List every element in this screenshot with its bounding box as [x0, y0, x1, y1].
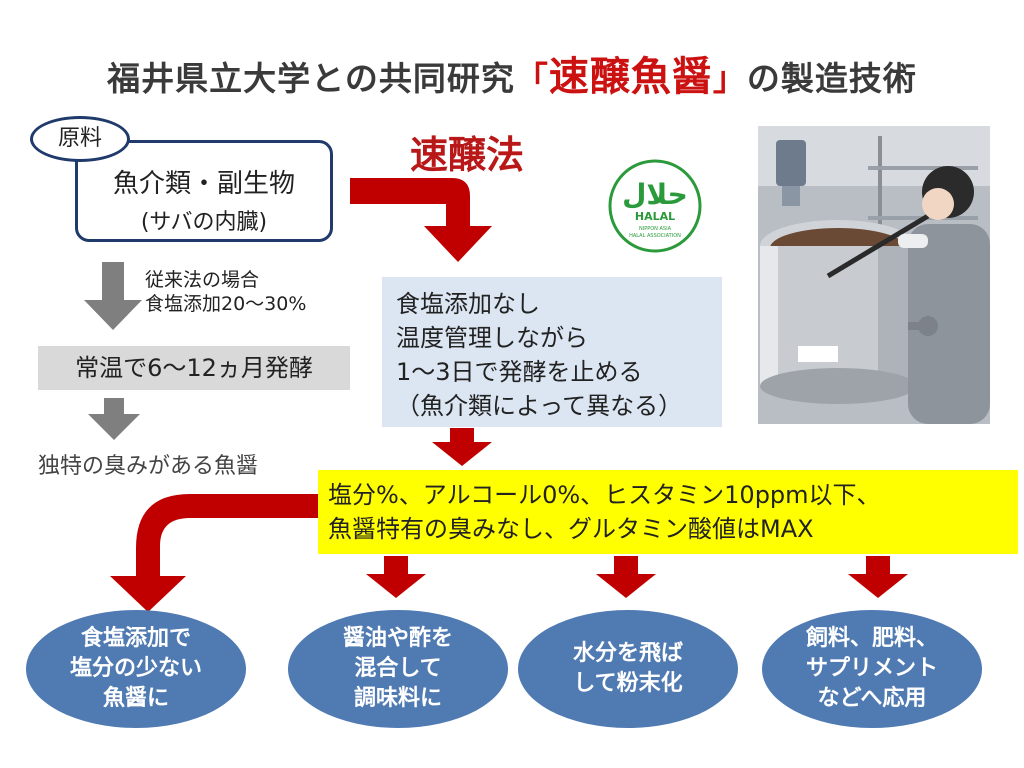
raw-material-line1: 魚介類・副生物: [112, 169, 295, 199]
result-box: 塩分%、アルコール0%、ヒスタミン10ppm以下、 魚醤特有の臭みなし、グルタミ…: [318, 470, 1018, 554]
application-oval-2: 醤油や酢を 混合して 調味料に: [288, 610, 508, 728]
arrow-gray-conv-to-result: [88, 398, 140, 440]
title-bracket-open: 「: [514, 59, 549, 98]
result-line2: 魚醤特有の臭みなし、グルタミン酸値はMAX: [328, 515, 814, 543]
raw-material-line2: (サバの内臓): [140, 210, 268, 235]
process-step-2: 温度管理しながら: [396, 324, 588, 352]
process-step-3: 1～3日で発酵を止める: [396, 358, 643, 386]
conventional-result: 独特の臭みがある魚醤: [38, 454, 259, 479]
raw-material-box: 魚介類・副生物 (サバの内臓): [75, 140, 333, 242]
application-text-1: 食塩添加で 塩分の少ない 魚醤に: [69, 626, 202, 711]
conventional-note-line2: 食塩添加20～30%: [145, 293, 307, 315]
raw-material-tag: 原料: [30, 116, 130, 162]
halal-arabic: حلال: [622, 178, 688, 211]
arrow-raw-to-method: [350, 178, 492, 262]
arrow-gray-raw-to-conv: [84, 262, 142, 330]
arrow-result-to-app-1: [110, 494, 318, 612]
application-text-2: 醤油や酢を 混合して 調味料に: [342, 626, 453, 711]
process-step-4: （魚介類によって異なる）: [396, 392, 683, 420]
process-step-1: 食塩添加なし: [396, 290, 540, 318]
arrow-result-to-app-2: [366, 556, 426, 598]
application-oval-4: 飼料、肥料、 サプリメント などへ応用: [762, 610, 982, 728]
application-text-3: 水分を飛ば して粉末化: [572, 641, 683, 696]
halal-org-line1: NIPPON ASIA: [639, 226, 672, 232]
arrow-process-to-result: [432, 428, 492, 466]
title-bracket-close: 」: [712, 59, 747, 98]
conventional-note-line1: 従来法の場合: [145, 269, 260, 291]
arrow-result-to-app-4: [848, 556, 908, 598]
halal-logo: حلال HALAL NIPPON ASIA HALAL ASSOCIATION: [608, 159, 702, 253]
fermentation-tank-photo: [758, 126, 990, 424]
halal-org-line2: HALAL ASSOCIATION: [629, 233, 681, 239]
title-prefix: 福井県立大学との共同研究: [107, 59, 515, 98]
application-oval-1: 食塩添加で 塩分の少ない 魚醤に: [26, 610, 246, 728]
title-highlight: 速醸魚醤: [548, 54, 713, 100]
quick-method-title: 速醸法: [410, 132, 525, 177]
application-text-4: 飼料、肥料、 サプリメント などへ応用: [805, 626, 938, 711]
arrow-result-to-app-3: [596, 556, 656, 598]
conventional-process-box: 常温で6～12ヵ月発酵: [38, 346, 350, 390]
conventional-note: 従来法の場合 食塩添加20～30%: [145, 268, 306, 316]
application-oval-3: 水分を飛ば して粉末化: [518, 610, 738, 728]
title-suffix: の製造技術: [746, 59, 917, 98]
quick-method-process-box: 食塩添加なし 温度管理しながら 1～3日で発酵を止める （魚介類によって異なる）: [382, 277, 722, 427]
result-line1: 塩分%、アルコール0%、ヒスタミン10ppm以下、: [328, 481, 881, 509]
halal-label: HALAL: [635, 210, 675, 223]
page-title: 福井県立大学との共同研究「速醸魚醤」の製造技術: [0, 44, 1024, 102]
